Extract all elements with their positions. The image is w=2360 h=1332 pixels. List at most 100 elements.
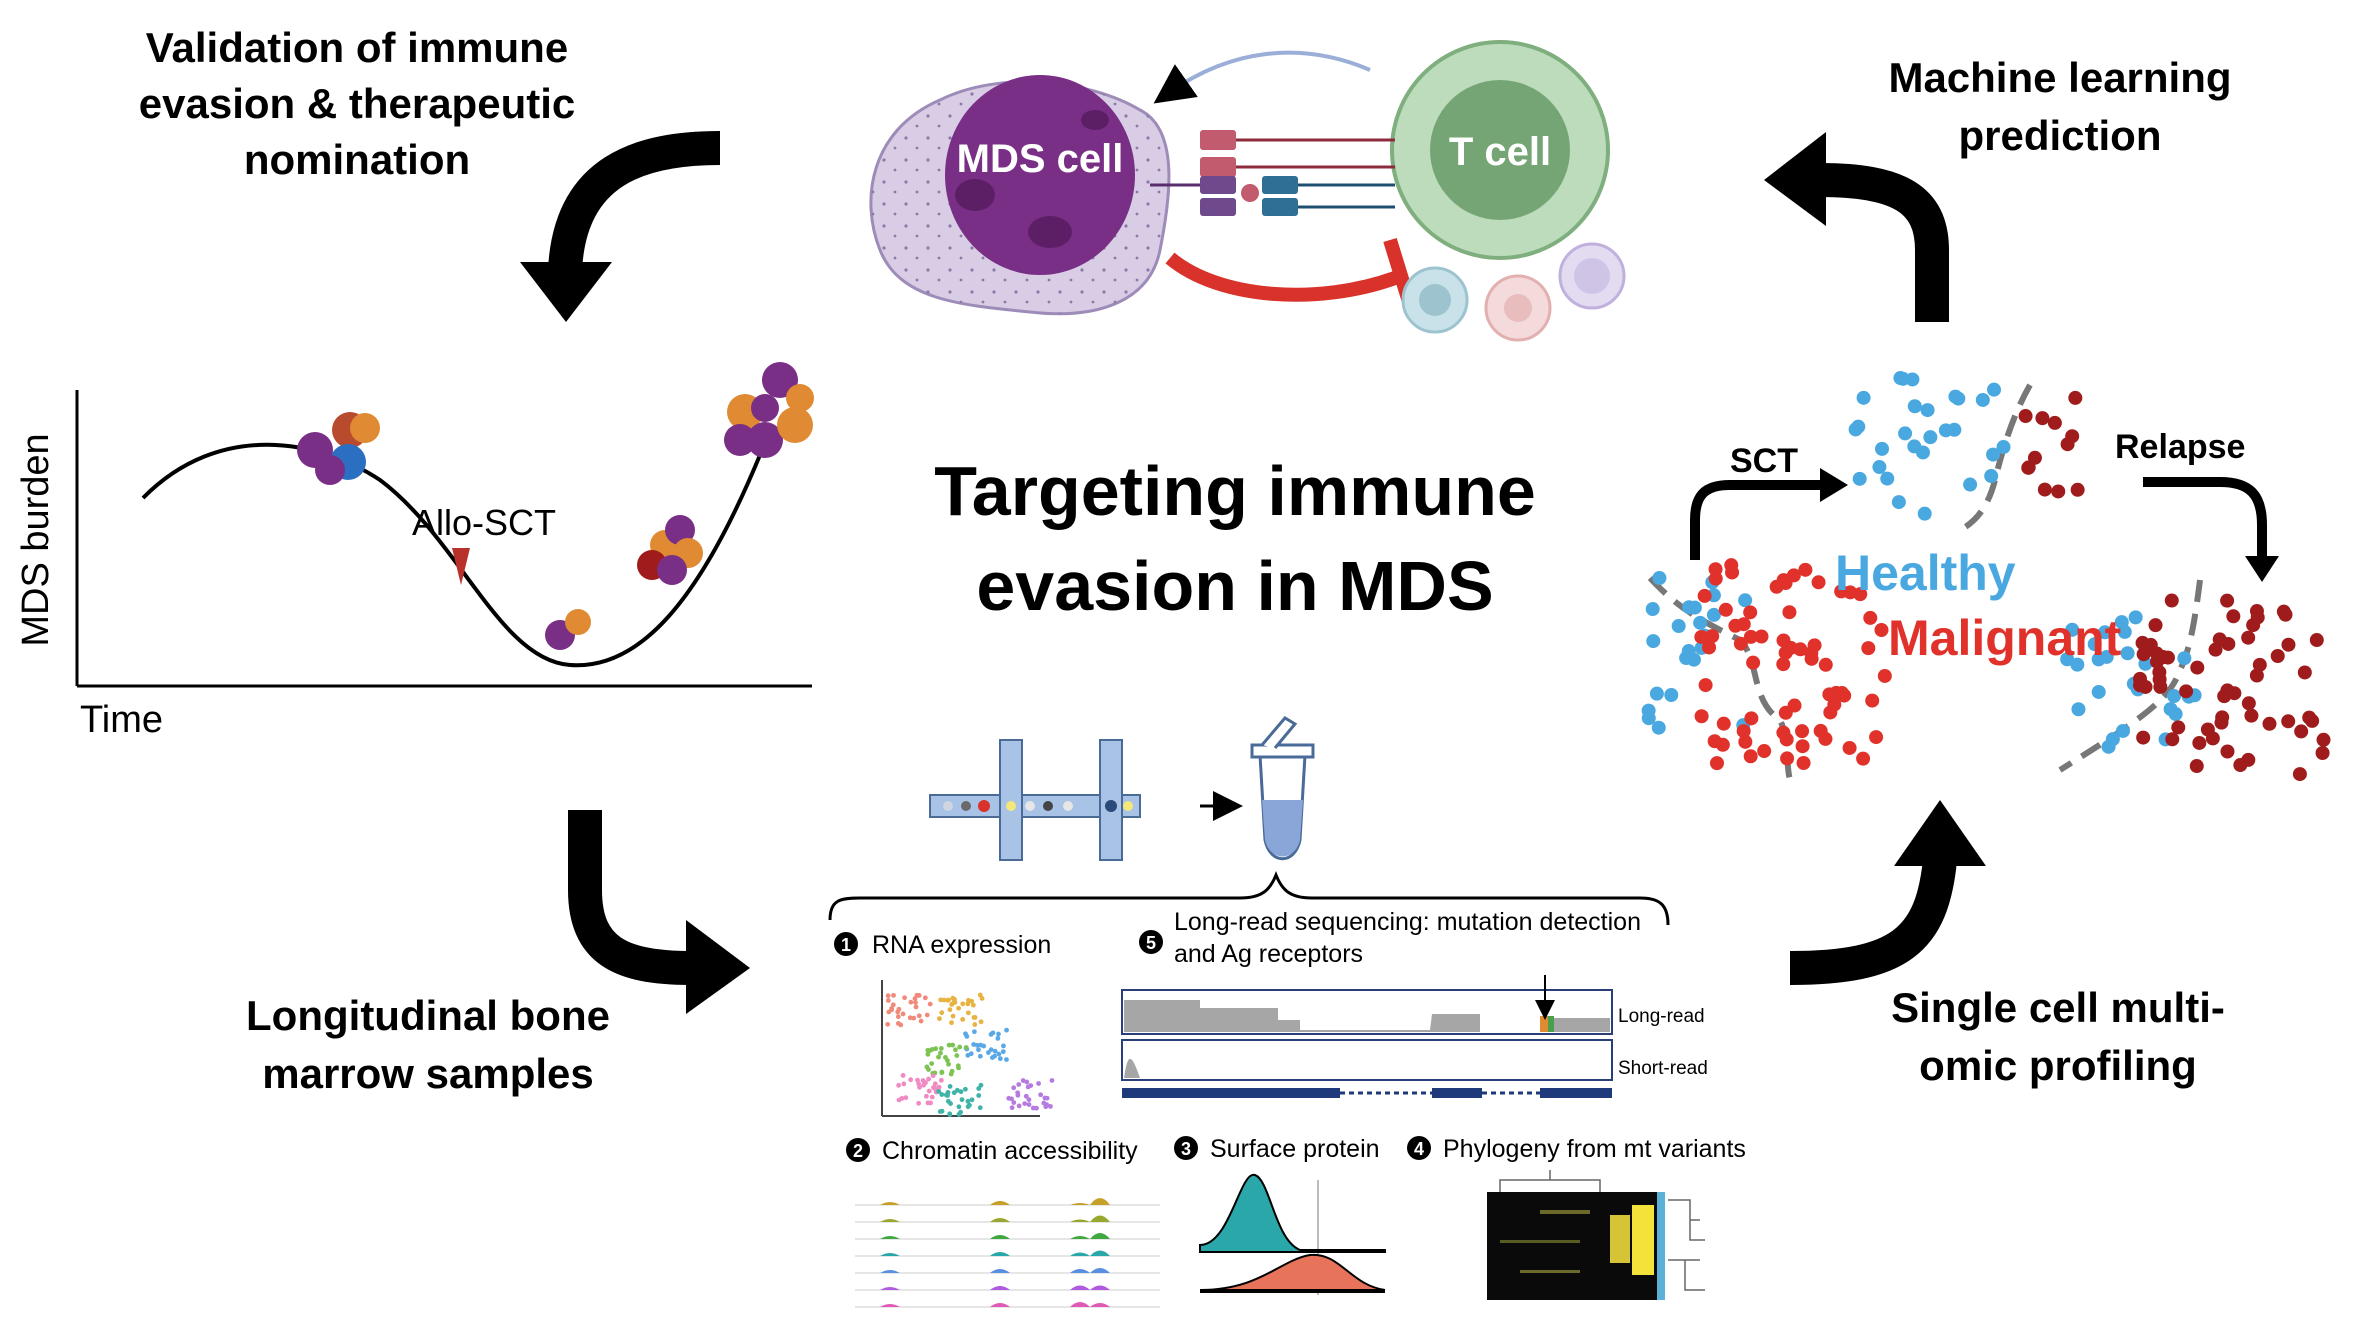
scatter-dot xyxy=(2292,767,2307,782)
scatter-relapse xyxy=(2058,579,2203,773)
scatter-dot xyxy=(2262,716,2277,731)
mds-cell xyxy=(869,75,1171,316)
inhibition-arrow xyxy=(1165,237,1417,308)
umap-dot xyxy=(1011,1100,1017,1105)
umap-dot xyxy=(954,1053,960,1058)
scatter-dot xyxy=(2217,689,2232,704)
scatter-dot xyxy=(2278,607,2293,622)
small-immune-cells xyxy=(1401,242,1626,342)
chromatin-peak xyxy=(1090,1233,1110,1239)
scatter-dot xyxy=(2252,657,2267,672)
chromatin-peak xyxy=(990,1286,1010,1290)
scatter-dot xyxy=(1891,495,1906,510)
umap-dot xyxy=(924,1012,930,1018)
scatter-dot xyxy=(2167,688,2182,703)
scatter-dot xyxy=(2214,715,2229,730)
umap-dot xyxy=(1023,1093,1029,1099)
scatter-dot xyxy=(1811,575,1826,590)
umap-dot xyxy=(1026,1097,1032,1103)
scatter-dot xyxy=(2168,707,2183,722)
scatter-dot xyxy=(1744,711,1759,726)
chromatin-peak xyxy=(880,1253,900,1256)
umap-dot xyxy=(898,1022,904,1028)
scatter-dot xyxy=(2051,484,2066,499)
scatter-dot xyxy=(1671,619,1686,634)
umap-dot xyxy=(965,1010,971,1016)
chromatin-peak xyxy=(880,1202,900,1205)
scatter-dot xyxy=(1776,573,1791,588)
scatter-dot xyxy=(1754,629,1769,644)
umap-dot xyxy=(945,1098,951,1104)
longread-number: 5 xyxy=(1146,933,1156,953)
validation-label-line1: Validation of immune xyxy=(146,24,568,71)
scatter-dot xyxy=(2068,390,2083,405)
scatter-dot xyxy=(1693,615,1708,630)
scatter-dot xyxy=(1938,423,1953,438)
scatter-dot xyxy=(2226,609,2241,624)
umap-dot xyxy=(946,1042,952,1048)
scatter-dot xyxy=(2117,624,2132,639)
chromatin-peak xyxy=(880,1270,900,1273)
scatter-dot xyxy=(1843,585,1858,600)
scatter-dot xyxy=(2316,732,2331,747)
umap-dot xyxy=(939,1010,945,1016)
arrow-bottom-right xyxy=(1789,800,1986,985)
scatter-dot xyxy=(1679,651,1694,666)
center-title-line2: evasion in MDS xyxy=(976,547,1493,625)
allo-sct-marker xyxy=(452,548,470,585)
chromatin-peak xyxy=(990,1201,1010,1205)
chromatin-peak xyxy=(1070,1285,1090,1290)
umap-dot xyxy=(918,1018,924,1024)
umap-dot xyxy=(965,1098,971,1104)
scatter-dot xyxy=(2309,633,2324,648)
umap-dot xyxy=(900,1073,906,1078)
scatter-dot xyxy=(2021,460,2036,475)
track-long-label: Long-read xyxy=(1618,1006,1705,1027)
umap-dot xyxy=(885,993,891,999)
umap-dot xyxy=(930,1073,936,1079)
scatter-dot xyxy=(1813,723,1828,738)
scatter-dot xyxy=(2177,651,2192,666)
longread-label-line1: Long-read sequencing: mutation detection xyxy=(1174,908,1641,936)
scatter-dot xyxy=(2091,684,2106,699)
umap-dot xyxy=(923,1080,928,1086)
mds-cell-label: MDS cell xyxy=(957,137,1124,181)
sct-arrow xyxy=(1690,480,1825,560)
umap-dot xyxy=(989,1055,995,1060)
umap-dot xyxy=(927,1001,933,1007)
scatter-dot xyxy=(2164,593,2179,608)
validation-label-line2: evasion & therapeutic xyxy=(139,80,575,127)
umap-dot xyxy=(947,1112,953,1118)
receptor-pairs xyxy=(1150,130,1395,216)
scatter-dot xyxy=(1706,607,1721,622)
scatter-dot xyxy=(1852,471,1867,486)
scatter-dot xyxy=(2297,665,2312,680)
scatter-dot xyxy=(1694,629,1709,644)
umap-dot xyxy=(929,1061,935,1067)
umap-dot xyxy=(913,1004,919,1010)
scatter-dot xyxy=(1651,720,1666,735)
umap-dot xyxy=(913,1000,918,1005)
chromatin-peak xyxy=(990,1252,1010,1256)
scatter-dot xyxy=(2281,714,2296,729)
allo-sct-label: Allo-SCT xyxy=(412,502,556,543)
umap-dot xyxy=(976,1047,981,1053)
scatter-dot xyxy=(2190,660,2205,675)
scatter-dot xyxy=(1780,751,1795,766)
umap-dot xyxy=(958,1109,964,1115)
scatter-dot xyxy=(1724,558,1739,573)
feedback-arrow xyxy=(1153,50,1371,104)
umap-dot xyxy=(972,1029,977,1035)
arrow-top-right xyxy=(1764,132,1949,322)
scatter-dot xyxy=(1652,571,1667,586)
scatter-dot xyxy=(1776,633,1791,648)
umap-dot xyxy=(1043,1104,1049,1110)
scatter-dot xyxy=(2189,759,2204,774)
scatter-dot xyxy=(1649,686,1664,701)
scatter-dot xyxy=(1743,605,1758,620)
scatter-dot xyxy=(2249,604,2264,619)
track-short-label: Short-read xyxy=(1618,1058,1708,1079)
scatter-dot xyxy=(2097,625,2112,640)
scatter-dot xyxy=(1646,634,1661,649)
